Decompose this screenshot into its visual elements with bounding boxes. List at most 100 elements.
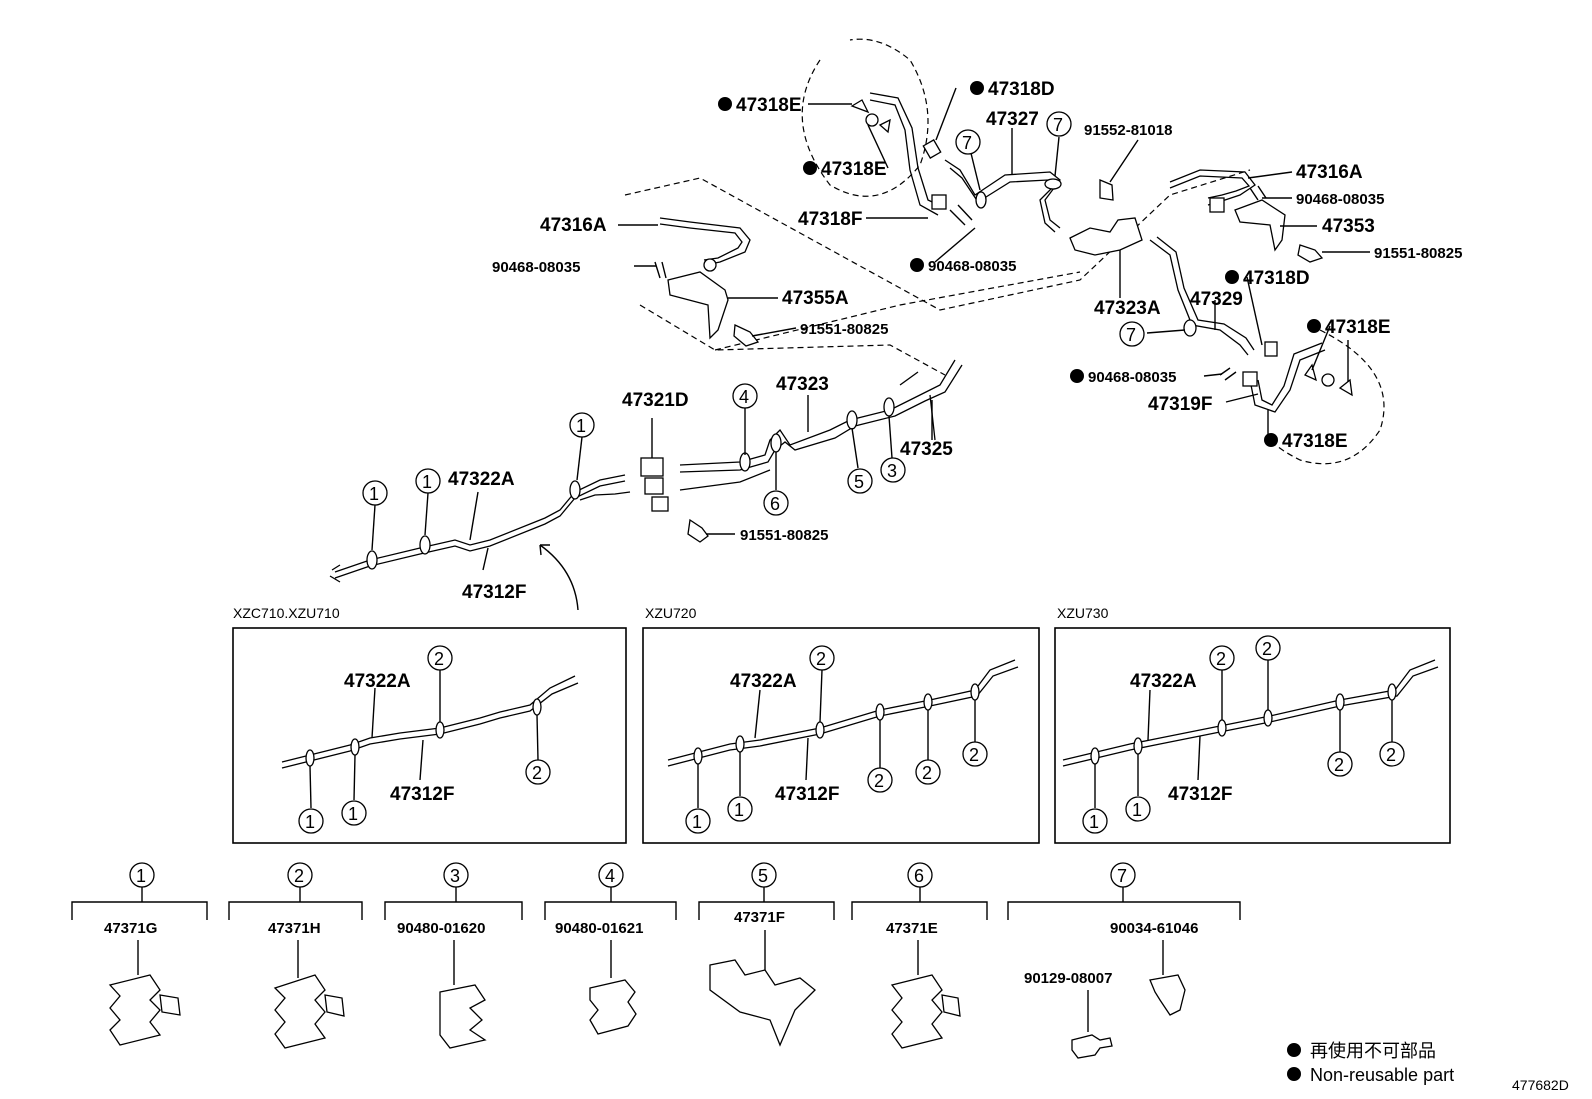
label-90468-right: 90468-08035 bbox=[1296, 191, 1384, 208]
callout-1: 1 bbox=[422, 472, 432, 492]
callout-2: 2 bbox=[922, 763, 932, 783]
bolt-91551-right bbox=[1297, 244, 1324, 263]
label-90468-left: 90468-08035 bbox=[492, 259, 580, 276]
callout-7: 7 bbox=[1126, 325, 1136, 345]
clamp-part-5: 5 47371F bbox=[698, 862, 835, 1047]
clamp-part-number: 47371H bbox=[268, 920, 321, 937]
label-47323: 47323 bbox=[776, 374, 829, 395]
clamp-part-number: 90480-01620 bbox=[397, 920, 485, 937]
label-47322A: 47322A bbox=[448, 469, 515, 490]
bolt-91551-left bbox=[733, 324, 760, 347]
non-reusable-dot bbox=[970, 81, 984, 95]
clip-bands-main bbox=[366, 397, 895, 570]
non-reusable-dot bbox=[718, 97, 732, 111]
callout-2: 2 bbox=[1386, 745, 1396, 765]
variant-label-47312F: 47312F bbox=[775, 784, 839, 805]
legend: 再使用不可部品 Non-reusable part bbox=[1287, 1041, 1454, 1085]
hose-47318F bbox=[869, 92, 947, 216]
variant-title: XZU730 bbox=[1057, 605, 1109, 621]
callout-2: 2 bbox=[1262, 639, 1272, 659]
label-47312F: 47312F bbox=[462, 582, 526, 603]
legend-dot bbox=[1287, 1043, 1301, 1057]
leader-lines bbox=[371, 87, 1370, 571]
non-reusable-dot bbox=[1070, 369, 1084, 383]
variant-box-2: XZU720 47322A 47312F 2 2 2 2 1 1 bbox=[642, 605, 1040, 844]
hose-47319F bbox=[1242, 342, 1326, 413]
clamp-part-1: 1 47371G bbox=[71, 862, 208, 1046]
label-47318F: 47318F bbox=[798, 209, 862, 230]
clamp-part-number: 47371F bbox=[734, 909, 785, 926]
callout-6: 6 bbox=[770, 494, 780, 514]
label-47316A-left: 47316A bbox=[540, 215, 607, 236]
arrow-line bbox=[539, 544, 579, 611]
variant-title: XZU720 bbox=[645, 605, 697, 621]
clamp-number: 4 bbox=[605, 866, 615, 886]
callout-5: 5 bbox=[854, 472, 864, 492]
label-91551-center: 91551-80825 bbox=[740, 527, 828, 544]
callout-1: 1 bbox=[348, 804, 358, 824]
label-91551-right: 91551-80825 bbox=[1374, 245, 1462, 262]
fitting-47318E-lower bbox=[1304, 363, 1353, 397]
clip-90468-mid bbox=[949, 204, 973, 226]
clamp-number: 2 bbox=[294, 866, 304, 886]
callout-1: 1 bbox=[576, 416, 586, 436]
callout-2: 2 bbox=[874, 771, 884, 791]
callout-2: 2 bbox=[1334, 755, 1344, 775]
fitting-47318E-upper bbox=[850, 99, 891, 134]
label-47329: 47329 bbox=[1190, 289, 1243, 310]
hose-47316A-right bbox=[1169, 169, 1256, 213]
variant-title: XZC710.XZU710 bbox=[233, 605, 340, 621]
callout-2: 2 bbox=[434, 649, 444, 669]
callout-2: 2 bbox=[969, 745, 979, 765]
hose-47316A-left bbox=[659, 217, 751, 272]
dashed-guide-top bbox=[624, 169, 1251, 311]
dashed-guide-bottom bbox=[639, 304, 946, 376]
legend-text-en: Non-reusable part bbox=[1310, 1065, 1454, 1085]
junction-47323A bbox=[1069, 179, 1143, 256]
label-47318E-c: 47318E bbox=[1325, 317, 1391, 338]
label-47316A-right: 47316A bbox=[1296, 162, 1363, 183]
clamp-number: 3 bbox=[450, 866, 460, 886]
label-47318E-d: 47318E bbox=[1282, 431, 1348, 452]
clamp-part-3: 3 90480-01620 bbox=[384, 862, 523, 1049]
pipe-47327 bbox=[944, 159, 1062, 233]
variant-label-47322A: 47322A bbox=[1130, 671, 1197, 692]
legend-dot bbox=[1287, 1067, 1301, 1081]
clip-90468-bottom bbox=[1219, 367, 1237, 381]
label-91552-81018: 91552-81018 bbox=[1084, 122, 1172, 139]
fitting-47318D-lower bbox=[1264, 341, 1278, 357]
label-47323A: 47323A bbox=[1094, 298, 1161, 319]
label-47321D: 47321D bbox=[622, 390, 689, 411]
arrow-head bbox=[539, 544, 550, 556]
label-91551-left: 91551-80825 bbox=[800, 321, 888, 338]
legend-text-jp: 再使用不可部品 bbox=[1310, 1041, 1436, 1061]
clamp-part-number: 90480-01621 bbox=[555, 920, 643, 937]
callout-7: 7 bbox=[962, 133, 972, 153]
variant-label-47322A: 47322A bbox=[344, 671, 411, 692]
non-reusable-dot bbox=[910, 258, 924, 272]
main-pipe-47312F bbox=[329, 474, 631, 583]
clamp-part-2: 2 47371H bbox=[228, 862, 363, 1049]
clamp-number: 7 bbox=[1117, 866, 1127, 886]
variant-box-3: XZU730 47322A 47312F 2 2 2 2 1 1 bbox=[1054, 605, 1451, 844]
callout-1: 1 bbox=[692, 812, 702, 832]
clamp-part-6: 6 47371E bbox=[851, 862, 988, 1049]
bracket-47353 bbox=[1234, 199, 1286, 252]
clip-90468-left bbox=[654, 261, 667, 279]
label-90468-mid: 90468-08035 bbox=[928, 258, 1016, 275]
non-reusable-dot bbox=[1225, 270, 1239, 284]
label-47319F: 47319F bbox=[1148, 394, 1212, 415]
non-reusable-dot bbox=[1307, 319, 1321, 333]
label-47355A: 47355A bbox=[782, 288, 849, 309]
callout-1: 1 bbox=[305, 812, 315, 832]
pipe-47329 bbox=[1149, 236, 1255, 356]
callout-2: 2 bbox=[532, 763, 542, 783]
callout-1: 1 bbox=[1132, 800, 1142, 820]
main-labels: 47318E 47318D 47327 91552-81018 47316A 9… bbox=[448, 79, 1462, 603]
variant-label-47322A: 47322A bbox=[730, 671, 797, 692]
label-90468-bottom: 90468-08035 bbox=[1088, 369, 1176, 386]
dashed-guide-mid bbox=[714, 271, 1081, 351]
callout-2: 2 bbox=[1216, 649, 1226, 669]
